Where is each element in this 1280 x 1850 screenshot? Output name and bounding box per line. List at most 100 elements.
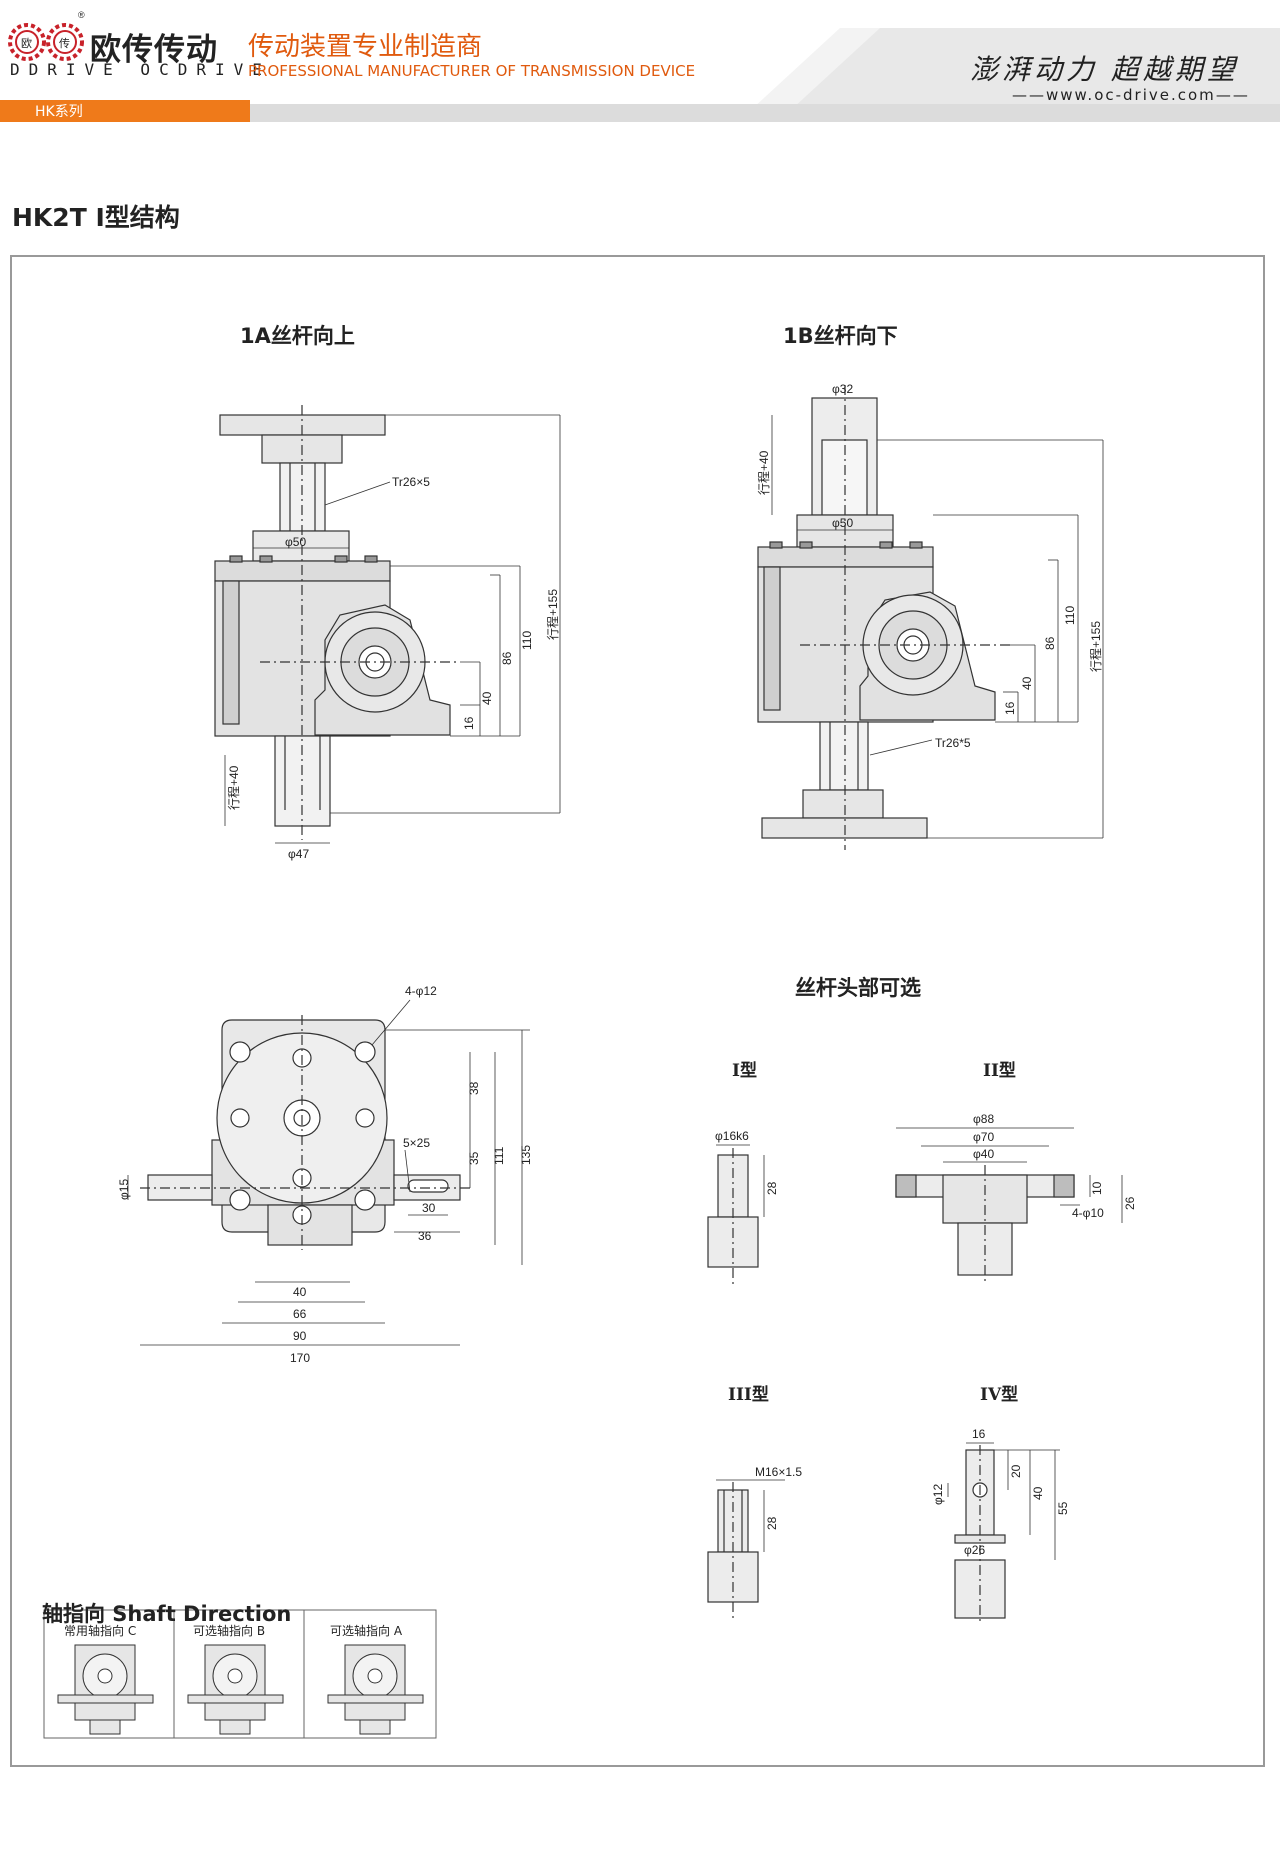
top-dim-90: 90	[293, 1329, 307, 1343]
brand-name-en: DDRIVE OCDRIVE	[10, 60, 271, 79]
head-4-hole: φ12	[931, 1484, 945, 1505]
head-type-1-labels: φ16k6 28	[715, 1129, 779, 1195]
drawing-frame	[10, 255, 1265, 1767]
head-2-h2: 26	[1123, 1196, 1137, 1210]
top-dim-36: 36	[418, 1229, 432, 1243]
series-label: HK系列	[35, 104, 83, 120]
slogan: 澎湃动力 超越期望	[970, 53, 1239, 86]
top-dim-111: 111	[492, 1146, 506, 1165]
upward-overall-label: 行程+155	[545, 589, 560, 640]
shaft-direction-a-label: 可选轴指向 A	[330, 1624, 403, 1638]
upward-view-drawing	[214, 405, 460, 840]
head-4-d2: 40	[1031, 1486, 1045, 1500]
upward-dim-40: 40	[480, 691, 494, 705]
upward-thread-label: Tr26×5	[392, 475, 430, 489]
head-type-3-labels: M16×1.5 28	[755, 1465, 802, 1530]
heads-title: 丝杆头部可选	[795, 976, 921, 1000]
downward-stroke-label: 行程+40	[756, 450, 771, 495]
shaft-direction-b-label: 可选轴指向 B	[193, 1624, 266, 1638]
head-4-d1: 20	[1009, 1464, 1023, 1478]
downward-dim-16: 16	[1003, 701, 1017, 715]
head-type-2-dimensions	[896, 1127, 1123, 1223]
series-bar	[0, 100, 250, 122]
shaft-direction-c-icon	[57, 1644, 154, 1735]
top-holes-label: 4-φ12	[405, 984, 437, 998]
view-title-upward: 1A丝杆向上	[240, 324, 355, 348]
head-type-3-drawing	[707, 1479, 785, 1620]
top-view-drawing	[140, 1015, 470, 1250]
head-2-d1: φ88	[973, 1112, 994, 1126]
downward-dim-86: 86	[1043, 636, 1057, 650]
header-graphics: 欧 传 ®	[8, 10, 1280, 120]
head-3-thread: M16×1.5	[755, 1465, 802, 1479]
upward-dia-bottom-label: φ47	[288, 847, 309, 861]
tagline-cn: 传动装置专业制造商	[248, 32, 483, 62]
upward-view-dimensions	[224, 414, 561, 844]
logo-letter-2: 传	[59, 37, 70, 50]
top-view-labels: 4-φ12 5×25 φ15 38 35 111 135 30 36 40 66…	[117, 984, 533, 1365]
head-type-4-label: IV型	[980, 1385, 1019, 1405]
head-type-1-label: I型	[732, 1061, 757, 1081]
top-dim-38: 38	[467, 1081, 481, 1095]
upward-dim-16: 16	[462, 716, 476, 730]
shaft-direction-b-icon	[187, 1644, 284, 1735]
page-title: HK2T I型结构	[12, 203, 180, 232]
downward-dia-mid-label: φ50	[832, 516, 853, 530]
head-type-4-dimensions	[947, 1442, 1060, 1560]
upward-view-labels: Tr26×5 φ50 φ47 行程+40 行程+155 110 86 40 16	[226, 475, 560, 861]
shaft-direction-a-icon	[327, 1644, 424, 1735]
top-dim-35: 35	[467, 1151, 481, 1165]
head-1-len: 28	[765, 1181, 779, 1195]
website-text: www.oc-drive.com	[1046, 86, 1216, 104]
website[interactable]: ——www.oc-drive.com——	[1012, 86, 1250, 104]
upward-dim-110: 110	[520, 631, 534, 650]
top-dim-30: 30	[422, 1201, 436, 1215]
upward-stroke-label: 行程+40	[226, 765, 241, 810]
head-1-dia: φ16k6	[715, 1129, 749, 1143]
head-type-3-label: III型	[728, 1385, 769, 1405]
head-2-d2: φ70	[973, 1130, 994, 1144]
top-dim-66: 66	[293, 1307, 307, 1321]
svg-text:®: ®	[78, 10, 85, 20]
logo-letter-1: 欧	[21, 37, 32, 50]
head-type-2-label: II型	[983, 1061, 1016, 1081]
head-4-width: 16	[972, 1427, 986, 1441]
head-type-1-drawing	[707, 1144, 765, 1285]
head-type-4-labels: 16 φ12 φ26 20 40 55	[931, 1427, 1070, 1557]
downward-dim-40: 40	[1020, 676, 1034, 690]
downward-overall-label: 行程+155	[1088, 621, 1103, 672]
tagline-en: PROFESSIONAL MANUFACTURER OF TRANSMISSIO…	[248, 62, 696, 80]
head-2-h1: 10	[1090, 1181, 1104, 1195]
head-2-holes: 4-φ10	[1072, 1206, 1104, 1220]
head-4-d3: 55	[1056, 1501, 1070, 1515]
head-4-dia: φ26	[964, 1543, 985, 1557]
brand-name-cn: 欧传传动	[90, 32, 218, 68]
gear-logo-icon: 欧 传 ®	[8, 10, 85, 61]
head-type-2-labels: φ88 φ70 φ40 4-φ10 10 26	[973, 1112, 1137, 1220]
downward-thread-label: Tr26*5	[935, 736, 971, 750]
downward-dim-110: 110	[1063, 606, 1077, 625]
downward-dia-top-label: φ32	[832, 382, 853, 396]
head-type-2-drawing	[895, 1165, 1075, 1285]
top-shaft-dia-label: φ15	[117, 1179, 131, 1200]
downward-view-labels: φ32 φ50 Tr26*5 行程+40 行程+155 110 86 40 16	[756, 382, 1103, 750]
top-dim-40: 40	[293, 1285, 307, 1299]
head-3-len: 28	[765, 1516, 779, 1530]
top-dim-170: 170	[290, 1351, 310, 1365]
top-view-dimensions	[127, 999, 530, 1346]
downward-view-drawing	[757, 385, 1010, 850]
header: 欧 传 ® 欧传传动 DDRIVE OCDRIVE 传动装置专业制造商 PROF…	[0, 0, 1280, 125]
head-type-4-drawing	[954, 1445, 1006, 1625]
shaft-direction-table	[43, 1609, 437, 1739]
header-divider	[250, 104, 1280, 122]
shaft-direction-c-label: 常用轴指向 C	[64, 1624, 137, 1638]
shaft-direction-icons	[57, 1644, 424, 1735]
view-title-downward: 1B丝杆向下	[783, 324, 898, 348]
upward-dim-86: 86	[500, 651, 514, 665]
top-dim-135: 135	[519, 1145, 533, 1165]
upward-dia-top-label: φ50	[285, 535, 306, 549]
top-key-label: 5×25	[403, 1136, 430, 1150]
head-2-d3: φ40	[973, 1147, 994, 1161]
shaft-direction-title: 轴指向 Shaft Direction	[42, 1602, 292, 1626]
